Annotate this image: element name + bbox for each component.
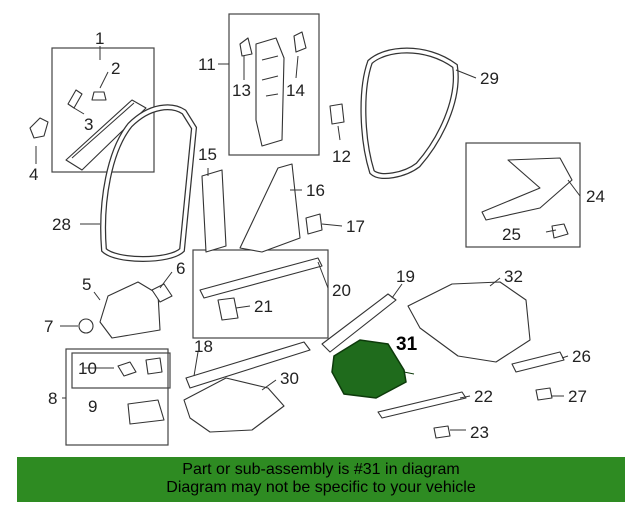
- part-sill-trim[interactable]: [65, 99, 147, 171]
- callout-32: 32: [504, 267, 523, 286]
- callout-4: 4: [29, 165, 38, 184]
- part-carpet-32[interactable]: [407, 281, 531, 363]
- callout-13: 13: [232, 81, 251, 100]
- part-lamp-8[interactable]: [127, 399, 165, 425]
- part-clip-4[interactable]: [29, 117, 49, 139]
- part-screw-2[interactable]: [91, 91, 107, 101]
- part-clip-17[interactable]: [305, 213, 323, 235]
- group-frame-9: [71, 352, 171, 389]
- part-fastener-7[interactable]: [78, 318, 94, 334]
- callout-22: 22: [474, 387, 493, 406]
- part-socket[interactable]: [145, 357, 163, 375]
- part-pillar-16[interactable]: [239, 163, 301, 253]
- part-sill-19[interactable]: [321, 293, 397, 353]
- callout-10: 10: [78, 359, 97, 378]
- part-clip-21[interactable]: [217, 297, 239, 321]
- callout-9: 9: [88, 397, 97, 416]
- callout-28: 28: [52, 215, 71, 234]
- part-bulb-10[interactable]: [117, 361, 137, 377]
- callout-30: 30: [280, 369, 299, 388]
- part-clip-6[interactable]: [151, 283, 173, 303]
- part-trim-24[interactable]: [481, 157, 573, 221]
- part-strip-22[interactable]: [377, 391, 467, 419]
- banner-line-2: Diagram may not be specific to your vehi…: [166, 479, 476, 496]
- part-b-pillar-11[interactable]: [255, 37, 285, 147]
- group-frame-11: [228, 13, 320, 156]
- part-clip-3[interactable]: [67, 89, 83, 109]
- callout-2: 2: [111, 59, 120, 78]
- callout-29: 29: [480, 69, 499, 88]
- group-frame-24: [465, 142, 581, 248]
- callout-17: 17: [346, 217, 365, 236]
- info-banner: Part or sub-assembly is #31 in diagram D…: [17, 457, 625, 502]
- callout-8: 8: [48, 389, 57, 408]
- callout-12: 12: [332, 147, 351, 166]
- part-kick-panel-5[interactable]: [99, 281, 161, 339]
- part-sill-20[interactable]: [199, 257, 323, 299]
- banner-line-1: Part or sub-assembly is #31 in diagram: [182, 461, 460, 478]
- part-strip-26[interactable]: [511, 351, 565, 373]
- callout-21: 21: [254, 297, 273, 316]
- callout-5: 5: [82, 275, 91, 294]
- leader-lines: [35, 46, 581, 431]
- callout-18: 18: [194, 337, 213, 356]
- callout-6: 6: [176, 259, 185, 278]
- callout-27: 27: [568, 387, 587, 406]
- part-clip-13[interactable]: [239, 37, 253, 57]
- callout-16: 16: [306, 181, 325, 200]
- callout-19: 19: [396, 267, 415, 286]
- callout-7: 7: [44, 317, 53, 336]
- callout-3: 3: [84, 115, 93, 134]
- part-clip-14[interactable]: [293, 31, 307, 53]
- callout-11: 11: [198, 55, 216, 74]
- callout-20: 20: [332, 281, 351, 300]
- group-frame-8: [65, 348, 169, 446]
- part-clip-12[interactable]: [329, 103, 345, 125]
- callout-1: 1: [95, 29, 104, 48]
- callout-14: 14: [286, 81, 305, 100]
- part-clip-23[interactable]: [433, 425, 451, 439]
- part-weatherstrip-29[interactable]: [360, 47, 459, 179]
- part-clip-27[interactable]: [535, 387, 553, 401]
- callout-25: 25: [502, 225, 521, 244]
- callout-23: 23: [470, 423, 489, 442]
- part-clip-25[interactable]: [551, 223, 569, 239]
- callout-15: 15: [198, 145, 217, 164]
- part-31-highlighted[interactable]: [331, 339, 407, 399]
- part-sill-18[interactable]: [185, 341, 311, 389]
- callout-26: 26: [572, 347, 591, 366]
- part-console-30[interactable]: [183, 377, 285, 433]
- callout-31: 31: [396, 334, 418, 355]
- part-pillar-15[interactable]: [201, 169, 227, 253]
- callout-24: 24: [586, 187, 605, 206]
